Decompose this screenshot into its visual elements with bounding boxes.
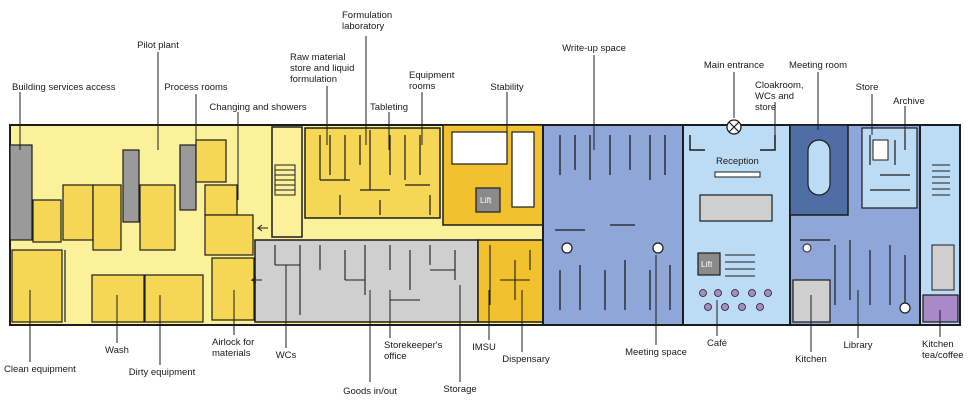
- label-storage: Storage: [443, 384, 477, 395]
- label-wash: Wash: [105, 345, 129, 356]
- label-archive: Archive: [893, 96, 925, 107]
- tea-coffee-kitchen: [922, 294, 959, 323]
- label-tableting: Tableting: [369, 102, 409, 113]
- reception-desk: [699, 194, 773, 222]
- arrow-icon: [256, 224, 268, 232]
- label-cloakroom: Cloakroom, WCs and store: [755, 80, 804, 113]
- reception-label: Reception: [716, 156, 759, 167]
- label-kitchen-tea-coffee: Kitchen tea/coffee: [922, 339, 964, 361]
- label-formulation-laboratory: Formulation laboratory: [342, 10, 393, 32]
- zone-grey: [254, 239, 479, 323]
- label-changing-and-showers: Changing and showers: [209, 102, 307, 113]
- lift-box: [697, 252, 721, 276]
- label-process-rooms: Process rooms: [164, 82, 228, 93]
- label-stability: Stability: [490, 82, 524, 93]
- label-main-entrance: Main entrance: [703, 60, 765, 71]
- stair-icon: [274, 164, 296, 196]
- label-clean-equipment: Clean equipment: [4, 364, 76, 375]
- wash-room: [91, 274, 145, 323]
- stair-icon: [932, 164, 950, 196]
- dispensary-room: [477, 239, 544, 323]
- building-services-column: [9, 144, 33, 241]
- label-wcs: WCs: [275, 350, 297, 361]
- store-block: [861, 127, 918, 209]
- lift-label: Lift: [701, 259, 713, 269]
- label-kitchen: Kitchen: [795, 354, 827, 365]
- label-library: Library: [843, 340, 873, 351]
- lift-label: Lift: [480, 195, 492, 205]
- label-dirty-equipment: Dirty equipment: [128, 367, 196, 378]
- label-meeting-space: Meeting space: [625, 347, 687, 358]
- lift-box: [475, 187, 501, 213]
- clean-equipment-room: [11, 249, 63, 323]
- label-building-services-access: Building services access: [12, 82, 116, 93]
- service-column: [179, 144, 197, 211]
- label-dispensary: Dispensary: [502, 354, 550, 365]
- label-imsu: IMSU: [472, 342, 496, 353]
- stair-icon: [725, 254, 755, 277]
- label-equipment-rooms: Equipment rooms: [409, 70, 455, 92]
- airlock-room: [211, 257, 255, 321]
- label-raw-material-store: Raw material store and liquid formulatio…: [290, 52, 355, 85]
- label-meeting-room: Meeting room: [788, 60, 848, 71]
- label-store: Store: [855, 82, 879, 93]
- pilot-plant-room: [62, 184, 94, 241]
- dirty-equipment-room: [144, 274, 204, 323]
- label-write-up-space: Write-up space: [562, 43, 626, 54]
- label-storekeepers-office: Storekeeper's office: [384, 340, 443, 362]
- label-airlock: Airlock for materials: [212, 337, 255, 359]
- arrow-icon: [250, 276, 262, 284]
- label-pilot-plant: Pilot plant: [137, 40, 179, 51]
- label-goods-in-out: Goods in/out: [343, 386, 397, 397]
- label-cafe: Café: [706, 338, 728, 349]
- service-column: [122, 149, 140, 223]
